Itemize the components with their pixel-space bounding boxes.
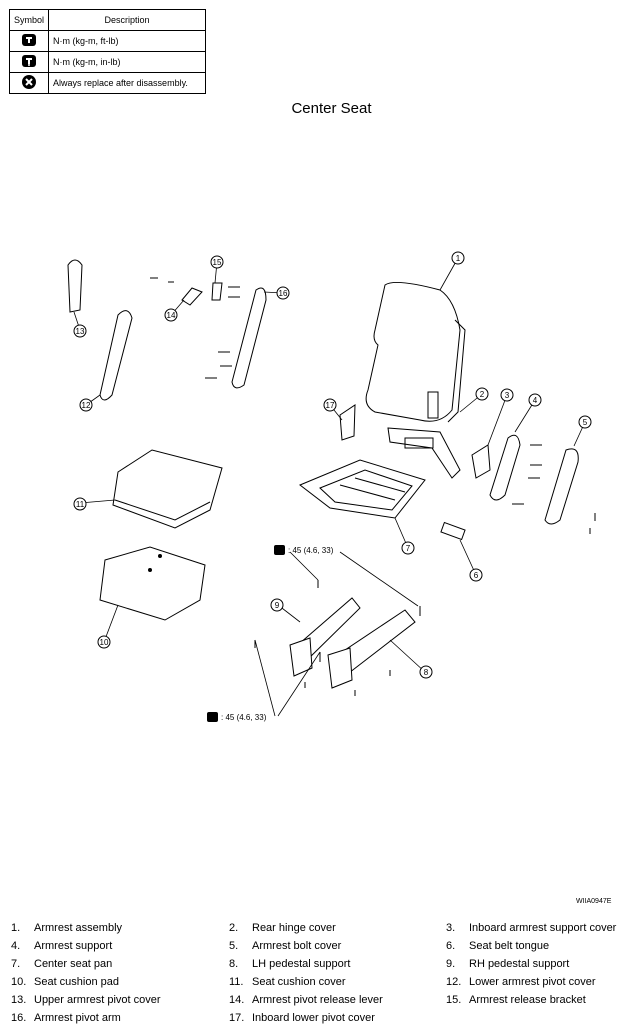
- torque-wrench-icon: [274, 545, 285, 555]
- bolt-hardware: [150, 277, 596, 696]
- rear-hinge-cover-part: [387, 427, 461, 479]
- torque-wrench-in-icon: [22, 55, 36, 67]
- callout-6: 6: [469, 568, 483, 582]
- armrest-assembly-part: [365, 281, 466, 423]
- svg-text:: 45 (4.6, 33): : 45 (4.6, 33): [221, 713, 267, 722]
- svg-text:13: 13: [76, 327, 85, 336]
- armrest-support-part: [489, 434, 521, 501]
- always-replace-icon: [22, 75, 36, 89]
- callout-12: 12: [79, 398, 93, 412]
- torque-spec-label: : 45 (4.6, 33): [274, 545, 334, 555]
- lh-pedestal-support-part: [327, 609, 416, 689]
- svg-text:6: 6: [474, 571, 479, 580]
- svg-text:5: 5: [583, 418, 588, 427]
- callout-3: 3: [500, 388, 514, 402]
- svg-text:7: 7: [406, 544, 411, 553]
- center-seat-pan-part: [299, 459, 426, 519]
- armrest-pivot-release-lever-part: [181, 287, 203, 306]
- svg-text:14: 14: [167, 311, 176, 320]
- armrest-bolt-cover-part: [544, 448, 579, 525]
- svg-text:10: 10: [100, 638, 109, 647]
- callout-9: 9: [270, 598, 284, 612]
- armrest-release-bracket-part: [211, 282, 223, 301]
- legend-row-description: N·m (kg-m, in-lb): [48, 51, 206, 73]
- page-title: Center Seat: [291, 100, 372, 117]
- svg-text:3: 3: [505, 391, 510, 400]
- inboard-lower-pivot-cover-part: [339, 404, 356, 441]
- svg-text:: 45 (4.6, 33): : 45 (4.6, 33): [288, 546, 334, 555]
- legend-row-description: Always replace after disassembly.: [48, 72, 206, 94]
- svg-text:8: 8: [424, 668, 429, 677]
- callout-bubbles: 1 2 3 4 5 6 7 8 9 10 11 12 13 14 15 16 1…: [73, 251, 592, 679]
- svg-text:12: 12: [82, 401, 91, 410]
- callout-5: 5: [578, 415, 592, 429]
- callout-15: 15: [210, 255, 224, 269]
- svg-text:4: 4: [533, 396, 538, 405]
- legend-header-description: Description: [48, 9, 206, 31]
- callout-8: 8: [419, 665, 433, 679]
- figure-id: WIIA0947E: [576, 898, 612, 905]
- armrest-pivot-arm-part: [231, 287, 267, 389]
- exploded-view-diagram: 1 2 3 4 5 6 7 8 9 10 11 12 13 14 15 16 1…: [67, 251, 596, 722]
- svg-text:17: 17: [326, 401, 335, 410]
- torque-wrench-icon: [22, 34, 36, 46]
- seat-cushion-cover-part: [112, 449, 223, 529]
- callout-13: 13: [73, 324, 87, 338]
- svg-text:2: 2: [480, 390, 485, 399]
- callout-16: 16: [276, 286, 290, 300]
- seat-belt-tongue-part: [440, 521, 466, 541]
- svg-text:16: 16: [279, 289, 288, 298]
- torque-wrench-icon: [207, 712, 218, 722]
- callout-14: 14: [164, 308, 178, 322]
- callout-4: 4: [528, 393, 542, 407]
- upper-armrest-pivot-cover-part: [67, 259, 83, 313]
- callout-1: 1: [451, 251, 465, 265]
- callout-10: 10: [97, 635, 111, 649]
- callout-11: 11: [73, 497, 87, 511]
- callout-2: 2: [475, 387, 489, 401]
- legend-row-description: N·m (kg-m, ft-lb): [48, 30, 206, 52]
- legend-header-symbol: Symbol: [8, 9, 50, 31]
- inboard-armrest-support-cover-part: [471, 444, 491, 479]
- svg-text:9: 9: [275, 601, 280, 610]
- rh-pedestal-support-part: [289, 597, 361, 677]
- symbol-legend-table: Symbol Description N·m (kg-m, ft-lb) N·m…: [8, 9, 206, 94]
- callout-17: 17: [323, 398, 337, 412]
- svg-text:1: 1: [456, 254, 461, 263]
- callout-7: 7: [401, 541, 415, 555]
- svg-text:11: 11: [76, 500, 85, 509]
- svg-text:15: 15: [213, 258, 222, 267]
- seat-cushion-pad-part: [99, 546, 206, 621]
- lower-armrest-pivot-cover-part: [99, 310, 133, 401]
- torque-spec-label: : 45 (4.6, 33): [207, 712, 267, 722]
